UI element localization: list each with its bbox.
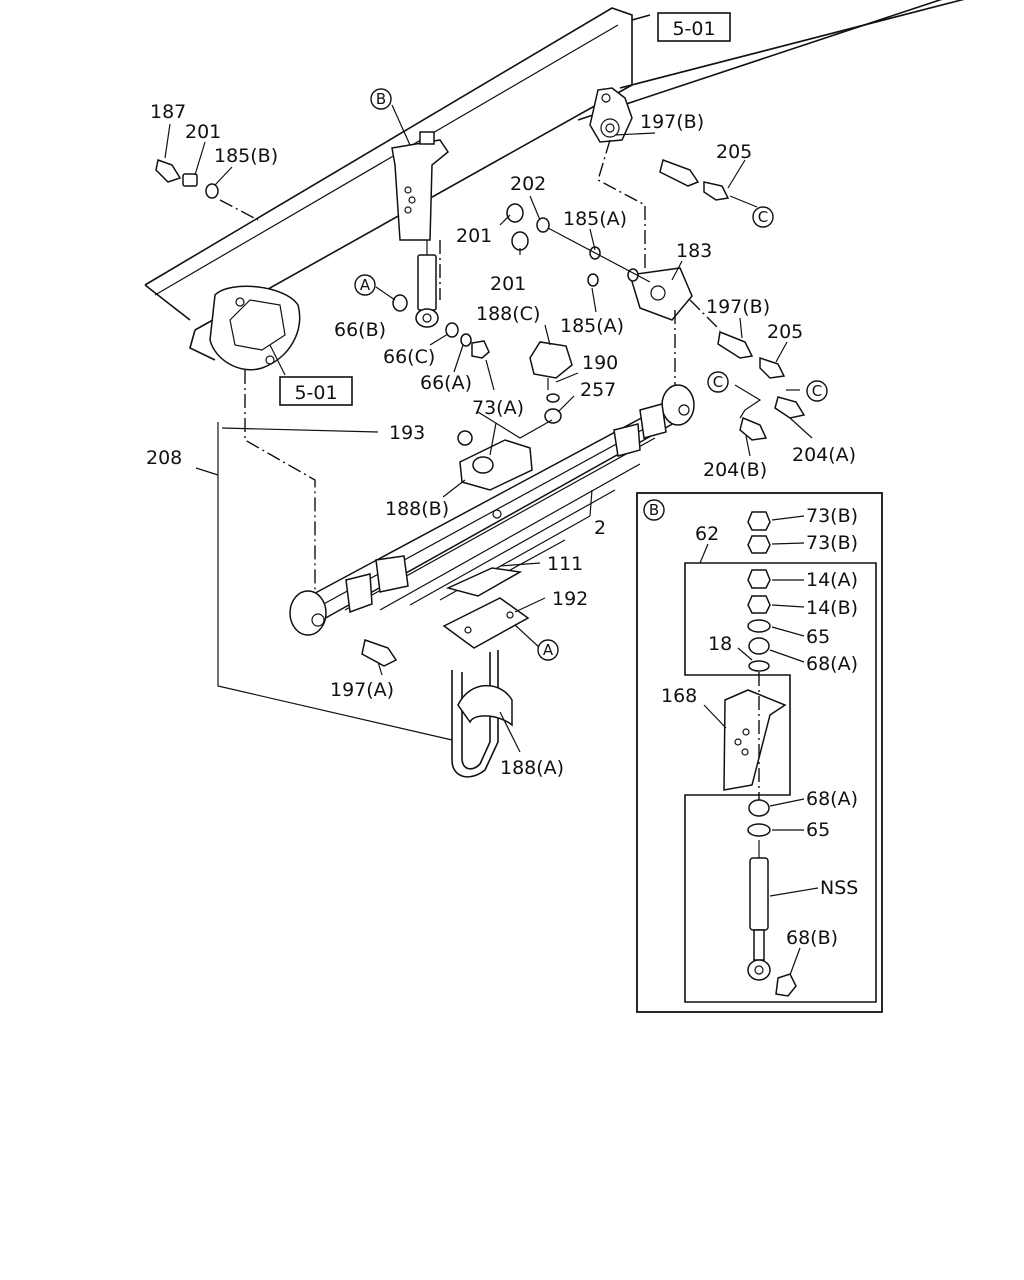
callout-73b: 73(B) <box>806 532 858 554</box>
top-left-hardware <box>155 159 219 199</box>
reference-label: 5-01 <box>672 18 715 40</box>
callout-185a: 185(A) <box>560 315 624 337</box>
svg-text:C: C <box>812 382 822 400</box>
front-eye-bolt <box>361 639 398 667</box>
reference-5-01-top[interactable]: 5-01 <box>657 12 731 42</box>
front-spring-hanger <box>209 285 301 371</box>
leader-lines <box>164 104 813 753</box>
callout-14a: 14(A) <box>806 569 858 591</box>
callout-197b: 197(B) <box>640 111 704 133</box>
lower-plates <box>442 567 530 649</box>
svg-text:A: A <box>543 641 554 659</box>
callout-192: 192 <box>552 588 588 610</box>
callout-65: 65 <box>806 819 830 841</box>
svg-text:C: C <box>758 208 768 226</box>
callout-257: 257 <box>580 379 616 401</box>
circle-marker-a-left: A <box>354 274 376 296</box>
callout-188b: 188(B) <box>385 498 449 520</box>
callout-66b: 66(B) <box>334 319 386 341</box>
callout-202: 202 <box>510 173 546 195</box>
callout-14b: 14(B) <box>806 597 858 619</box>
grease-fittings <box>739 396 806 441</box>
callout-201: 201 <box>456 225 492 247</box>
rear-spring-bracket <box>589 87 633 143</box>
callout-111: 111 <box>547 553 583 575</box>
bump-stopper <box>529 341 573 424</box>
callout-66c: 66(C) <box>383 346 435 368</box>
shackle-assembly <box>506 203 693 321</box>
spring-seat-upper <box>457 430 533 491</box>
callout-65: 65 <box>806 626 830 648</box>
svg-text:A: A <box>360 276 371 294</box>
callout-18: 18 <box>708 633 732 655</box>
callout-73a: 73(A) <box>472 397 524 419</box>
reference-5-01-left[interactable]: 5-01 <box>279 376 353 406</box>
callout-nss: NSS <box>820 877 858 899</box>
callout-62: 62 <box>695 523 719 545</box>
callout-68a: 68(A) <box>806 653 858 675</box>
callout-185b: 185(B) <box>214 145 278 167</box>
circle-marker-c-top: C <box>752 206 774 228</box>
callout-188a: 188(A) <box>500 757 564 779</box>
guide-lines <box>219 139 721 590</box>
circle-marker-a-lower: A <box>537 639 559 661</box>
callout-188c: 188(C) <box>476 303 540 325</box>
svg-text:B: B <box>376 90 386 108</box>
shock-lower-hardware <box>392 294 490 359</box>
detail-b-marker: B <box>649 501 659 519</box>
callout-204b: 204(B) <box>703 459 767 481</box>
callout-197b: 197(B) <box>706 296 770 318</box>
callout-201: 201 <box>490 273 526 295</box>
callout-185a: 185(A) <box>563 208 627 230</box>
u-bolt-assembly <box>451 650 513 778</box>
callout-197a: 197(A) <box>330 679 394 701</box>
callout-205: 205 <box>716 141 752 163</box>
callout-190: 190 <box>582 352 618 374</box>
svg-text:C: C <box>713 373 723 391</box>
detail-b-panel: B <box>636 492 883 1013</box>
callout-73b: 73(B) <box>806 505 858 527</box>
frame-rail <box>144 0 965 361</box>
circle-marker-c-mid: C <box>806 380 828 402</box>
reference-label: 5-01 <box>294 382 337 404</box>
circle-marker-c-lower: C <box>707 371 729 393</box>
callout-68b: 68(B) <box>786 927 838 949</box>
shock-absorber-upper <box>391 131 450 328</box>
callout-2: 2 <box>594 517 606 539</box>
callout-201: 201 <box>185 121 221 143</box>
callout-183: 183 <box>676 240 712 262</box>
callout-193: 193 <box>389 422 425 444</box>
circle-marker-b-top: B <box>370 88 392 110</box>
part-callouts: 187 201 185(B) 197(B) 205 202 201 185(A)… <box>146 101 856 779</box>
callout-187: 187 <box>150 101 186 123</box>
callout-204a: 204(A) <box>792 444 856 466</box>
upper-rear-bolts <box>659 159 786 379</box>
callout-205: 205 <box>767 321 803 343</box>
callout-68a: 68(A) <box>806 788 858 810</box>
leaf-spring <box>289 384 695 636</box>
callout-66a: 66(A) <box>420 372 472 394</box>
callout-208: 208 <box>146 447 182 469</box>
callout-168: 168 <box>661 685 697 707</box>
